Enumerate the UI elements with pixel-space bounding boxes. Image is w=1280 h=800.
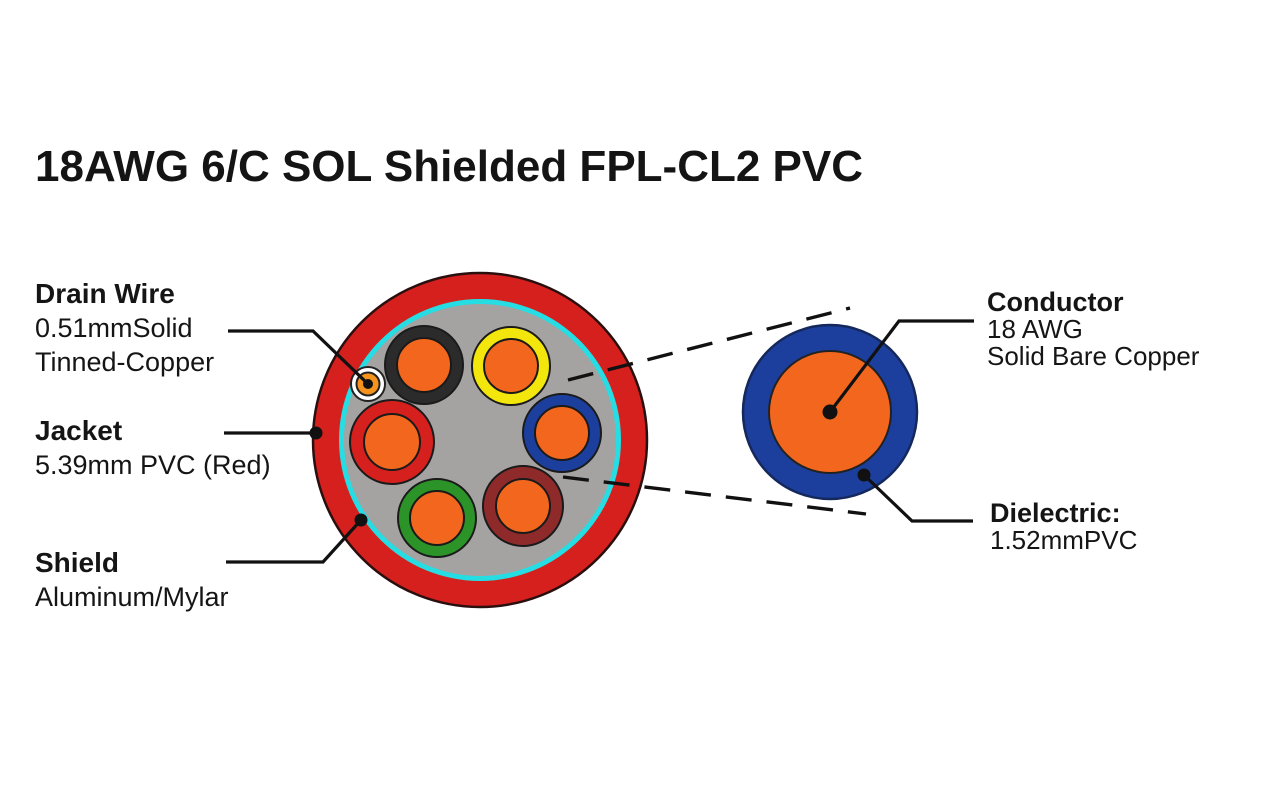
callout-drain-wire: Drain Wire 0.51mmSolid Tinned-Copper (35, 277, 214, 379)
drain-wire-spec-size: 0.51mmSolid (35, 313, 193, 343)
dielectric-label: Dielectric: (990, 498, 1121, 528)
cable-cross-section (311, 271, 649, 609)
conductor-maroon (482, 465, 564, 547)
jacket-label: Jacket (35, 415, 123, 446)
conductor-label: Conductor (987, 287, 1124, 317)
conductor-spec-material: Solid Bare Copper (987, 341, 1200, 371)
zoom-guide-bottom (562, 475, 867, 516)
shield-label: Shield (35, 547, 120, 578)
copper-core (534, 405, 590, 461)
callout-shield: Shield Aluminum/Mylar (35, 546, 229, 614)
conductor-blue (522, 393, 602, 473)
copper-core (396, 337, 452, 393)
dielectric-spec: 1.52mmPVC (990, 525, 1138, 555)
dielectric-leader (862, 473, 973, 523)
copper-core (363, 413, 421, 471)
zoom-guide-top (567, 306, 851, 382)
conductor-red (349, 399, 435, 485)
jacket-anchor-dot (309, 426, 323, 440)
page-title: 18AWG 6/C SOL Shielded FPL-CL2 PVC (35, 142, 864, 191)
conductor-anchor-dot (822, 404, 838, 420)
drain-wire-spec-material: Tinned-Copper (35, 347, 215, 377)
conductor-green (397, 478, 477, 558)
dielectric-anchor-dot (857, 468, 871, 482)
shield-leader (226, 518, 363, 564)
copper-core (409, 490, 465, 546)
callout-conductor: Conductor 18 AWG Solid Bare Copper (987, 289, 1199, 370)
copper-core (495, 478, 551, 534)
conductor-black (384, 325, 464, 405)
shield-anchor-dot (354, 513, 368, 527)
shield-spec: Aluminum/Mylar (35, 582, 229, 612)
conductor-leader (828, 319, 974, 413)
leader-dots (309, 379, 871, 527)
copper-core (483, 338, 539, 394)
conductor-spec-gauge: 18 AWG (987, 314, 1083, 344)
zoom-guides (562, 306, 867, 516)
callout-jacket: Jacket 5.39mm PVC (Red) (35, 414, 271, 482)
drain-wire-label: Drain Wire (35, 278, 175, 309)
jacket-spec: 5.39mm PVC (Red) (35, 450, 271, 480)
conductor-yellow (471, 326, 551, 406)
leader-lines (224, 319, 974, 564)
drain-wire-leader (228, 329, 370, 386)
drain-wire-anchor-dot (363, 379, 373, 389)
callout-dielectric: Dielectric: 1.52mmPVC (990, 500, 1137, 554)
